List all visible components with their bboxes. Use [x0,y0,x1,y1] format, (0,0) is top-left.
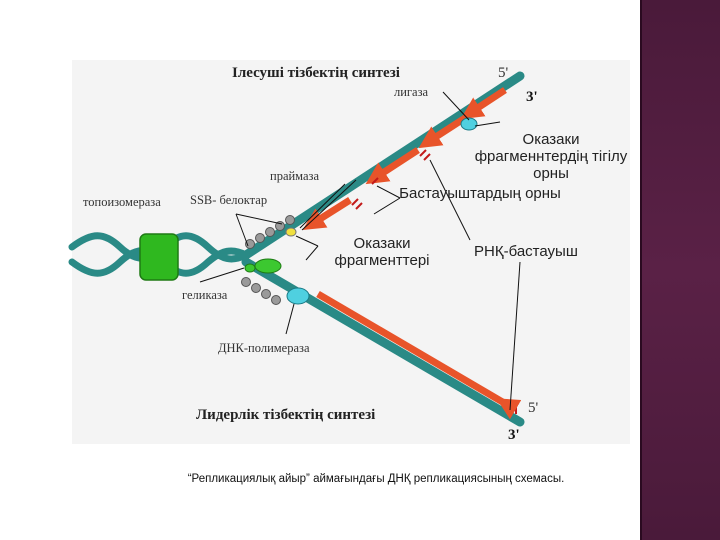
okazaki-fragments-label: Оказаки фрагменттері [334,235,430,269]
rna-primer-label: РНҚ-бастауыш [474,243,578,260]
upper-three-prime: 3' [526,89,538,105]
decorative-side-band [642,0,720,540]
helicase-shape [254,258,282,274]
dna-polymerase-shape [286,287,310,305]
primase-label: праймаза [270,169,320,183]
lower-three-prime: 3' [508,427,520,443]
lower-template-strand [241,257,525,427]
topoisomerase-shape [139,233,179,281]
dna-polymerase-label: ДНК-полимераза [218,341,310,355]
label-pointer-lines [199,91,521,411]
okazaki-fragments [302,87,507,230]
primer-site-label: Бастауыштардың орны [399,185,561,202]
lagging-strand-title: Ілесуші тізбектің синтезі [232,65,400,81]
ssb-label: SSB- белоктар [190,193,268,207]
figure-caption: “Репликациялық айыр” аймағындағы ДНҚ реп… [187,473,565,485]
ssb-proteins [241,215,295,305]
okazaki-joining-site-label: Оказаки фрагменнтердің тігілу орны [474,131,628,182]
ligase-shape [460,117,478,131]
ligase-label: лигаза [394,85,429,99]
helicase-label: геликаза [182,288,228,302]
topoisomerase-label: топоизомераза [83,195,161,209]
upper-five-prime: 5' [498,65,509,81]
leading-strand-synthesis [316,290,522,420]
leading-strand-title: Лидерлік тізбектің синтезі [196,407,376,423]
primase-shape [285,227,297,237]
side-band-edge [640,0,642,540]
lower-five-prime: 5' [528,400,539,416]
